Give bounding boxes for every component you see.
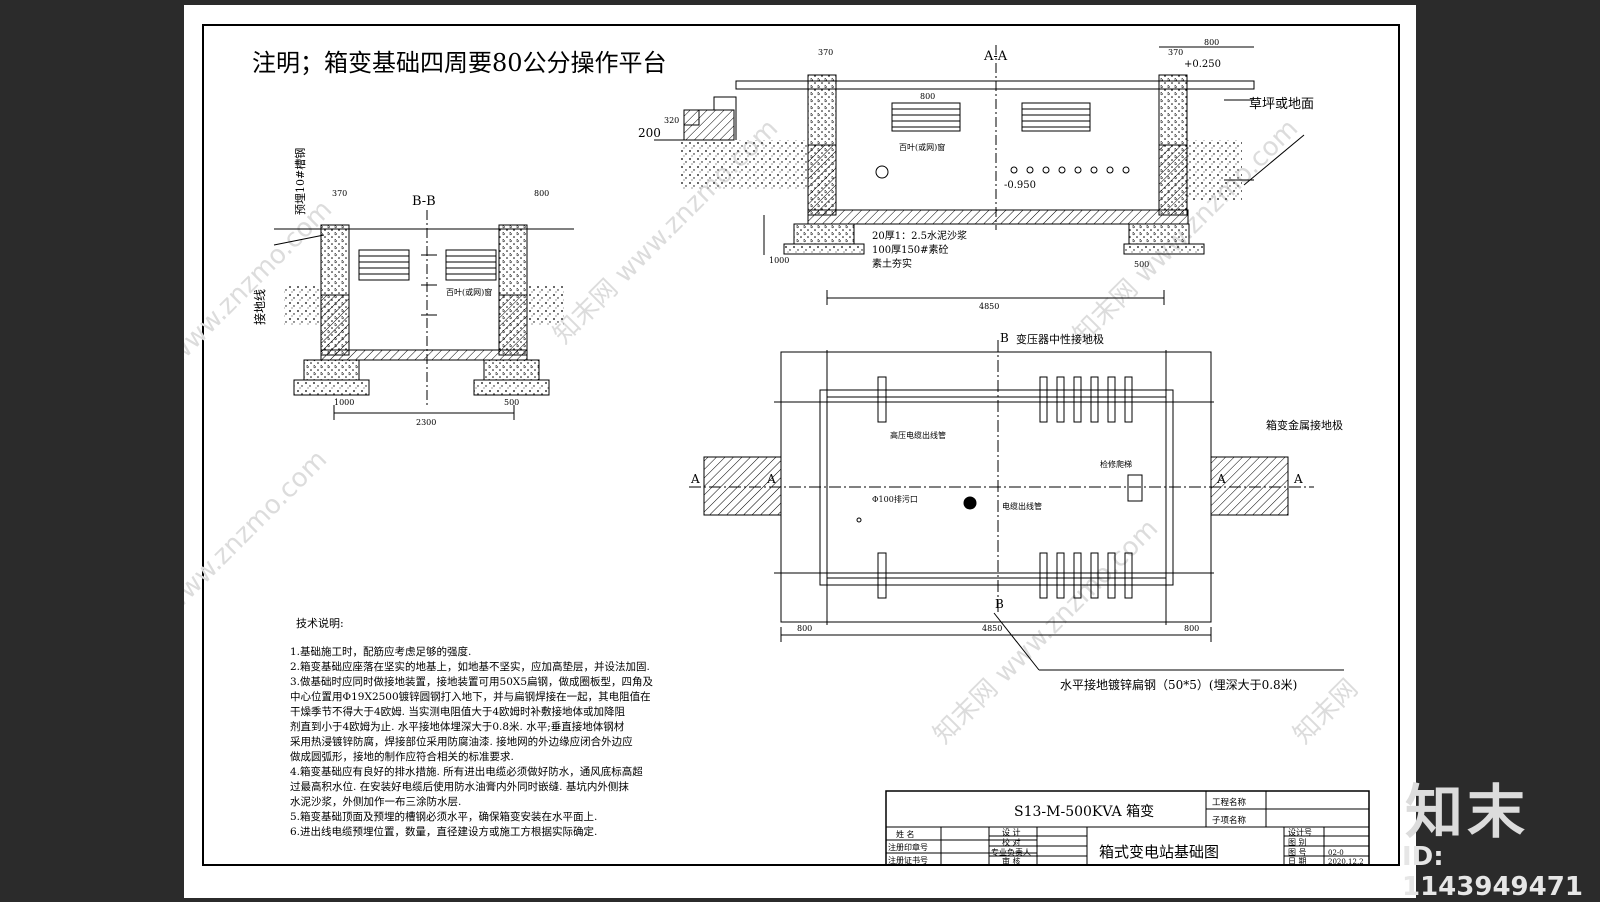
svg-text:干燥季节不得大于4欧姆. 当实测电阻值大于4欧姆时补敷接地体: 干燥季节不得大于4欧姆. 当实测电阻值大于4欧姆时补敷接地体或加降阻: [290, 705, 626, 718]
svg-text:800: 800: [797, 624, 812, 633]
project-name-label: 工程名称: [1212, 797, 1247, 808]
svg-text:做成圆弧形，接地的制作应符合相关的标准要求.: 做成圆弧形，接地的制作应符合相关的标准要求.: [290, 750, 514, 763]
section-aa-label: A-A: [983, 49, 1008, 64]
svg-text:02-0: 02-0: [1328, 849, 1344, 857]
metal-label: 箱变金属接地极: [1266, 418, 1343, 432]
tech-notes: 技术说明: 1.基础施工时，配筋应考虑足够的强度. 2.箱变基础应座落在坚实的地…: [290, 616, 654, 838]
layer-2: 100厚150#素砼: [872, 243, 949, 256]
hv-cable-label: 高压电缆出线管: [890, 430, 946, 440]
svg-text:370: 370: [332, 189, 347, 198]
svg-text:5.箱变基础顶面及预埋的槽钢必须水平，确保箱变安装在水平面上: 5.箱变基础顶面及预埋的槽钢必须水平，确保箱变安装在水平面上.: [290, 810, 597, 823]
elev-bottom: -0.950: [1004, 180, 1036, 191]
watermark-1: www.znzmo.com: [184, 195, 338, 370]
svg-text:日 期: 日 期: [1288, 857, 1307, 866]
product-name: S13-M-500KVA 箱变: [1014, 804, 1154, 820]
ground-wire-label: 接地线: [252, 289, 267, 325]
svg-text:320: 320: [664, 116, 679, 125]
tech-title: 技术说明:: [296, 616, 344, 630]
svg-text:过最高积水位. 在安装好电缆后使用防水油膏内外同时嵌缝. 基: 过最高积水位. 在安装好电缆后使用防水油膏内外同时嵌缝. 基坑内外侧抹: [290, 780, 629, 793]
watermark-6: 知末网: [1288, 674, 1364, 750]
section-bb-label: B-B: [412, 194, 436, 209]
svg-text:A: A: [1216, 472, 1226, 486]
aa-window-label: 百叶(或网)窗: [899, 142, 945, 152]
brand-logo: 知末: [1405, 778, 1530, 846]
svg-text:注册印章号: 注册印章号: [888, 842, 928, 852]
svg-text:1.基础施工时，配筋应考虑足够的强度.: 1.基础施工时，配筋应考虑足够的强度.: [290, 645, 471, 658]
neutral-label: 变压器中性接地极: [1016, 332, 1104, 346]
bb-window-label: 百叶(或网)窗: [446, 287, 492, 297]
title-block-text: S13-M-500KVA 箱变 工程名称 子项名称 箱式变电站基础图 姓 名 注…: [888, 797, 1364, 866]
drain-label: Φ100排污口: [872, 494, 918, 504]
svg-text:800: 800: [1204, 38, 1219, 47]
svg-text:专业负责人: 专业负责人: [991, 847, 1031, 857]
note-title: 注明；箱变基础四周要80公分操作平台: [252, 49, 667, 77]
ground-label: 草坪或地面: [1249, 97, 1314, 112]
elev-top: +0.250: [1184, 59, 1221, 70]
svg-text:图 号: 图 号: [1288, 848, 1307, 857]
channel-label: 预埋10#槽钢: [294, 148, 307, 215]
svg-text:800: 800: [920, 92, 935, 101]
svg-text:注册证书号: 注册证书号: [888, 855, 928, 865]
svg-text:剂直到小于4欧姆为止. 水平接地体埋深大于0.8米. 水平;: 剂直到小于4欧姆为止. 水平接地体埋深大于0.8米. 水平;垂直接地体钢材: [290, 720, 625, 733]
svg-text:2.箱变基础应座落在坚实的地基上，如地基不坚实，应加高垫层，: 2.箱变基础应座落在坚实的地基上，如地基不坚实，应加高垫层，并设法加固.: [290, 660, 650, 673]
svg-text:800: 800: [1184, 624, 1199, 633]
sub-item-label: 子项名称: [1212, 815, 1247, 826]
svg-text:4.箱变基础应有良好的排水措施. 所有进出电缆必须做好防水，: 4.箱变基础应有良好的排水措施. 所有进出电缆必须做好防水，通风底标高超: [290, 765, 643, 778]
svg-text:B: B: [1000, 331, 1009, 345]
svg-text:500: 500: [1134, 260, 1149, 269]
svg-text:A: A: [690, 472, 700, 486]
layer-1: 20厚1：2.5水泥沙浆: [872, 229, 967, 242]
svg-text:3.做基础时应同时做接地装置，接地装置可用50X5扁钢，做成: 3.做基础时应同时做接地装置，接地装置可用50X5扁钢，做成圈板型，四角及: [290, 675, 654, 688]
lv-cable-label: 电缆出线管: [1002, 501, 1042, 511]
plan-view: [689, 340, 1344, 671]
svg-text:姓 名: 姓 名: [896, 829, 915, 839]
svg-text:6.进出线电缆预埋位置，数量，直径建设方或施工方根据实际确定: 6.进出线电缆预埋位置，数量，直径建设方或施工方根据实际确定.: [290, 825, 597, 838]
svg-text:采用热浸镀锌防腐，焊接部位采用防腐油漆. 接地网的外边缘应闭: 采用热浸镀锌防腐，焊接部位采用防腐油漆. 接地网的外边缘应闭合外边应: [290, 735, 633, 748]
watermark-5: 知末网 www.znzmo.com: [928, 514, 1164, 750]
drawing-frame: [202, 24, 1400, 866]
layer-3: 素土夯实: [872, 257, 912, 270]
svg-text:370: 370: [1168, 48, 1183, 57]
drawing-sheet: www.znzmo.com 知末网 www.znzmo.com 知末网 www.…: [184, 5, 1416, 898]
plan-view-text: 变压器中性接地极 箱变金属接地极 高压电缆出线管 检修爬梯 电缆出线管 Φ100…: [690, 331, 1343, 692]
section-bb: B-B: [273, 194, 574, 420]
svg-text:500: 500: [504, 398, 519, 407]
svg-text:中心位置用Φ19X2500镀锌圆钢打入地下，并与扁钢焊接在一: 中心位置用Φ19X2500镀锌圆钢打入地下，并与扁钢焊接在一起，其电阻值在: [290, 690, 651, 703]
brand-id: ID: 1143949471: [1402, 842, 1583, 902]
svg-text:B: B: [995, 597, 1004, 611]
section-aa: A-A: [654, 45, 1305, 305]
title-block: [885, 790, 1370, 866]
section-aa-text: 370 800 370 800 +0.250 -0.950 草坪或地面 百叶(或…: [638, 38, 1314, 311]
svg-text:设计号: 设计号: [1288, 827, 1312, 837]
svg-text:370: 370: [818, 48, 833, 57]
svg-text:2300: 2300: [416, 418, 436, 427]
svg-text:A: A: [1293, 472, 1303, 486]
drawing-title: 箱式变电站基础图: [1099, 843, 1219, 861]
svg-text:A: A: [766, 472, 776, 486]
svg-text:800: 800: [534, 189, 549, 198]
svg-text:设 计: 设 计: [1002, 827, 1021, 837]
flat-steel-label: 水平接地镀锌扁钢（50*5）(埋深大于0.8米): [1060, 677, 1297, 692]
svg-text:图 别: 图 别: [1288, 838, 1307, 847]
svg-text:审 核: 审 核: [1002, 856, 1021, 866]
svg-text:水泥沙浆，外侧加作一布三涂防水层.: 水泥沙浆，外侧加作一布三涂防水层.: [290, 795, 461, 808]
svg-text:200: 200: [638, 126, 661, 140]
watermark-4: www.znzmo.com: [184, 445, 333, 620]
ladder-label: 检修爬梯: [1100, 459, 1132, 469]
svg-text:校 对: 校 对: [1002, 837, 1021, 847]
svg-text:1000: 1000: [769, 256, 789, 265]
svg-text:4850: 4850: [982, 624, 1002, 633]
svg-text:2020.12.2: 2020.12.2: [1328, 858, 1364, 866]
svg-text:1000: 1000: [334, 398, 354, 407]
cad-drawing: www.znzmo.com 知末网 www.znzmo.com 知末网 www.…: [184, 24, 1400, 866]
section-bb-text: 预埋10#槽钢 接地线 370 800 百叶(或网)窗 1000 500 230…: [252, 148, 549, 427]
svg-text:4850: 4850: [979, 302, 999, 311]
